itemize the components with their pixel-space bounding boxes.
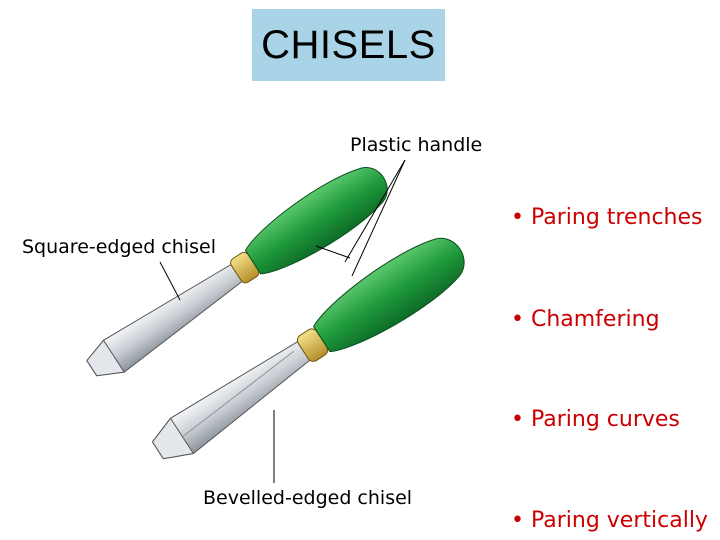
bullet-paring-vertically: • Paring vertically xyxy=(511,508,708,533)
plastic-handle-label: Plastic handle xyxy=(350,134,483,156)
square-edged-label: Square-edged chisel xyxy=(22,236,216,258)
bullet-paring-curves: • Paring curves xyxy=(511,407,680,432)
leader-line-handle-2 xyxy=(315,245,351,259)
bullet-chamfering: • Chamfering xyxy=(511,307,660,332)
leader-line-square xyxy=(159,261,181,301)
leader-line-handle-1 xyxy=(344,159,406,263)
bullet-paring-trenches: • Paring trenches xyxy=(511,205,703,230)
square-edged-chisel xyxy=(86,166,388,377)
leader-line-handle-3 xyxy=(351,159,406,277)
bevelled-edged-label: Bevelled-edged chisel xyxy=(203,487,413,509)
title-box: CHISELS xyxy=(252,9,445,81)
slide-title: CHISELS xyxy=(261,22,436,67)
bevelled-edged-chisel xyxy=(151,237,465,460)
